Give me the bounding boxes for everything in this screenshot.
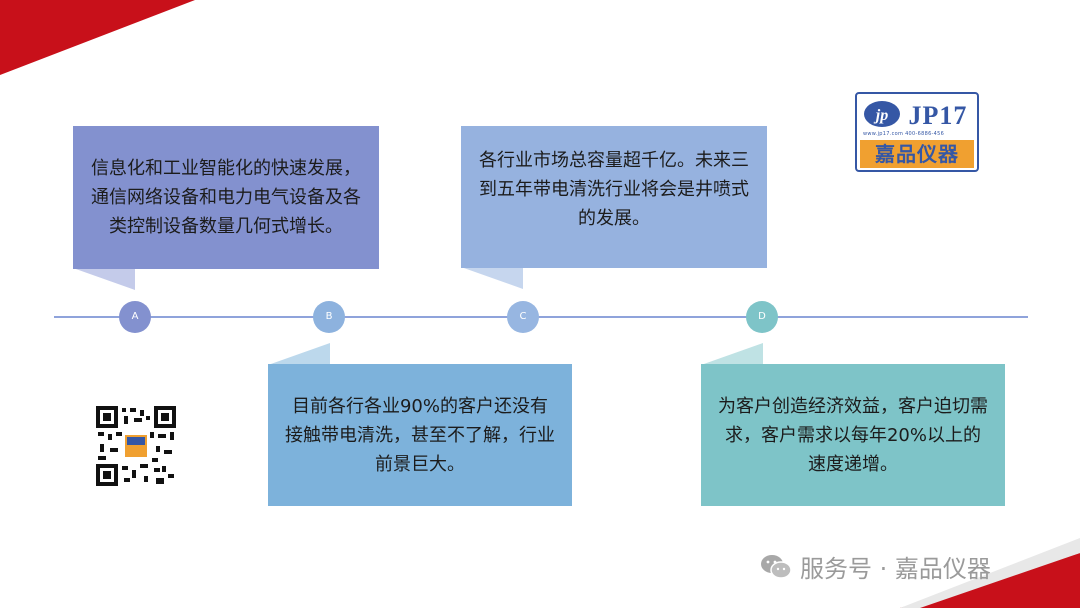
logo-url: www.jp17.com 400-6886-456: [863, 131, 945, 137]
footer-watermark: 服务号 · 嘉品仪器: [760, 549, 991, 584]
info-card-a-text: 信息化和工业智能化的快速发展，通信网络设备和电力电气设备及各类控制设备数量几何式…: [91, 158, 361, 237]
info-card-b-text: 目前各行各业90%的客户还没有接触带电清洗，甚至不了解，行业前景巨大。: [285, 395, 555, 475]
logo-mark: jp: [873, 107, 888, 124]
timeline-node-b: B: [313, 301, 345, 333]
timeline-node-d: D: [746, 301, 778, 333]
card-b-pointer: [268, 343, 330, 365]
corner-decoration-top-left: [0, 0, 195, 75]
info-card-b: 目前各行各业90%的客户还没有接触带电清洗，甚至不了解，行业前景巨大。: [268, 364, 572, 506]
footer-text: 服务号 · 嘉品仪器: [800, 555, 991, 583]
info-card-c: 各行业市场总容量超千亿。未来三到五年带电清洗行业将会是井喷式的发展。: [461, 126, 767, 268]
info-card-d-text: 为客户创造经济效益，客户迫切需求，客户需求以每年20%以上的速度递增。: [718, 395, 988, 475]
logo-name: 嘉品仪器: [860, 140, 974, 168]
timeline-node-a: A: [119, 301, 151, 333]
info-card-a: 信息化和工业智能化的快速发展，通信网络设备和电力电气设备及各类控制设备数量几何式…: [73, 126, 379, 269]
corner-decoration-bottom-right: [900, 538, 1080, 608]
jp17-logo-icon: jp JP17: [864, 101, 968, 130]
card-a-pointer: [73, 268, 135, 290]
timeline-line: [54, 316, 1028, 318]
card-c-pointer: [461, 267, 523, 289]
jp17-logo: jp JP17 www.jp17.com 400-6886-456 嘉品仪器: [855, 92, 979, 172]
logo-brand: JP17: [909, 101, 968, 130]
info-card-d: 为客户创造经济效益，客户迫切需求，客户需求以每年20%以上的速度递增。: [701, 364, 1005, 506]
qr-code-icon: [96, 406, 176, 486]
card-d-pointer: [701, 343, 763, 365]
timeline-node-c: C: [507, 301, 539, 333]
wechat-icon: [761, 554, 792, 579]
info-card-c-text: 各行业市场总容量超千亿。未来三到五年带电清洗行业将会是井喷式的发展。: [479, 150, 749, 229]
